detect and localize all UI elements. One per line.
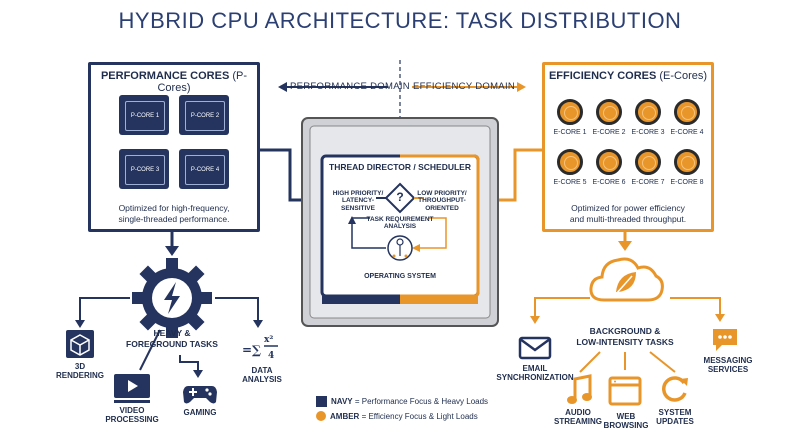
browser-icon [608,376,642,406]
gamepad-icon [183,386,217,404]
ecore-label-4: E-CORE 4 [670,129,704,136]
pcore-chip-4: P-CORE 4 [179,149,229,189]
pcore-chip-1: P-CORE 1 [119,95,169,135]
pcores-title: PERFORMANCE CORES (P-Cores) [100,70,248,94]
mail-icon [518,336,552,360]
legend: NAVY = Performance Focus & Heavy Loads A… [316,396,506,421]
task-web-browsing: WEB BROWSING [603,412,649,431]
pcore-chip-2: P-CORE 2 [179,95,229,135]
cpu-package-graphic [301,117,499,327]
music-icon [567,374,592,404]
sum-formula-icon: =∑ x² 4 [242,335,278,361]
ecore-label-1: E-CORE 1 [553,129,587,136]
ecore-circle-5 [557,149,583,175]
gear-lightning-icon [132,258,212,338]
performance-cores-panel: PERFORMANCE CORES (P-Cores) P-CORE 1 P-C… [88,62,260,232]
efficiency-domain-label: EFFICIENCY DOMAIN [413,81,516,92]
ecores-title: EFFICIENCY CORES (E-Cores) [548,70,708,82]
svg-text:x²: x² [264,335,273,345]
low-priority-label: LOW PRIORITY/THROUGHPUT-ORIENTED [417,190,467,212]
ecore-circle-6 [596,149,622,175]
cloud-leaf-icon [589,257,664,302]
ecore-label-3: E-CORE 3 [631,129,665,136]
svg-text:4: 4 [268,351,274,361]
efficiency-cores-panel: EFFICIENCY CORES (E-Cores) E-CORE 1 E-CO… [542,62,714,232]
legend-navy-swatch [316,396,327,407]
cube-icon [66,330,94,358]
scheduler-title: THREAD DIRECTOR / SCHEDULER [329,162,471,172]
ecore-circle-4 [674,99,700,125]
performance-domain-label: PERFORMANCE DOMAIN [290,81,410,92]
page-title: HYBRID CPU ARCHITECTURE: TASK DISTRIBUTI… [118,8,682,33]
operating-system-label: OPERATING SYSTEM [364,273,436,280]
high-priority-label: HIGH PRIORITY/LATENCY-SENSITIVE [332,190,384,212]
legend-navy: NAVY = Performance Focus & Heavy Loads [316,396,506,407]
ecore-label-7: E-CORE 7 [631,179,665,186]
ecore-label-5: E-CORE 5 [553,179,587,186]
ecore-label-8: E-CORE 8 [670,179,704,186]
heavy-tasks-label: HEAVY &FOREGROUND TASKS [126,328,218,349]
video-icon [114,374,150,403]
ecore-circle-7 [635,149,661,175]
legend-amber: AMBER = Efficiency Focus & Light Loads [316,411,506,421]
ecore-label-6: E-CORE 6 [592,179,626,186]
svg-text:=∑: =∑ [242,343,261,357]
task-gaming: GAMING [183,408,217,417]
ecore-circle-3 [635,99,661,125]
pcore-chip-3: P-CORE 3 [119,149,169,189]
ecore-circle-2 [596,99,622,125]
ecore-circle-8 [674,149,700,175]
ecore-label-2: E-CORE 2 [592,129,626,136]
decision-question-icon: ? [396,190,404,204]
light-tasks-label: BACKGROUND &LOW-INTENSITY TASKS [576,326,674,347]
chat-icon [713,329,737,351]
legend-amber-swatch [316,411,326,421]
refresh-icon [662,376,688,402]
pcores-caption: Optimized for high-frequency,single-thre… [118,203,230,224]
ecore-circle-1 [557,99,583,125]
